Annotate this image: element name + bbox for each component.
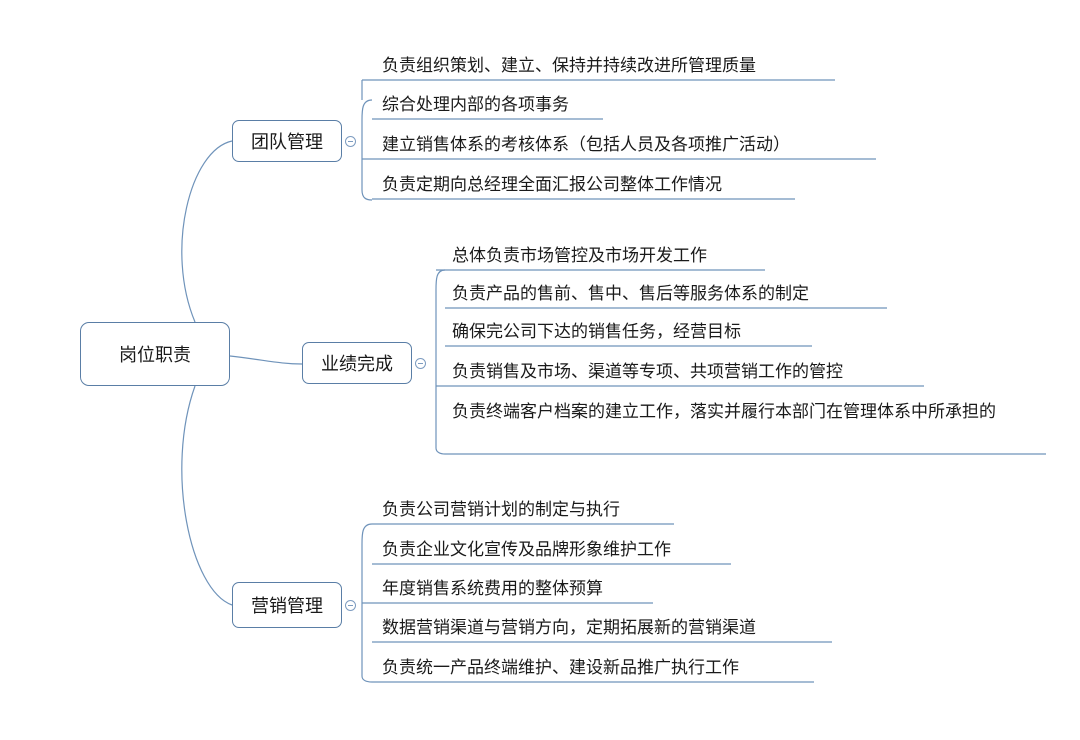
root-label: 岗位职责 (119, 345, 191, 366)
collapse-icon[interactable] (415, 358, 426, 369)
branch-node-mkt[interactable]: 营销管理 (232, 582, 342, 628)
leaf-perf-4[interactable]: 负责销售及市场、渠道等专项、共项营销工作的管控 (452, 362, 843, 382)
spine-team (361, 99, 373, 201)
leaf-mkt-5[interactable]: 负责统一产品终端维护、建设新品推广执行工作 (382, 658, 739, 678)
leaf-team-1[interactable]: 负责组织策划、建立、保持并持续改进所管理质量 (382, 56, 756, 76)
collapse-icon[interactable] (345, 600, 356, 611)
leaf-mkt-3[interactable]: 年度销售系统费用的整体预算 (382, 579, 603, 599)
leaf-perf-1[interactable]: 总体负责市场管控及市场开发工作 (452, 246, 707, 266)
leaf-perf-5[interactable]: 负责终端客户档案的建立工作，落实并履行本部门在管理体系中所承担的 (452, 402, 996, 422)
leaf-team-2[interactable]: 综合处理内部的各项事务 (382, 95, 569, 115)
leaf-mkt-4[interactable]: 数据营销渠道与营销方向，定期拓展新的营销渠道 (382, 618, 756, 638)
spine-mkt (361, 523, 373, 683)
leaf-mkt-1[interactable]: 负责公司营销计划的制定与执行 (382, 500, 620, 520)
leaf-perf-3[interactable]: 确保完公司下达的销售任务，经营目标 (452, 322, 741, 342)
branch-node-perf[interactable]: 业绩完成 (302, 342, 412, 384)
link-root-mkt (181, 385, 233, 606)
branch-label: 业绩完成 (321, 354, 393, 375)
spine-perf (435, 269, 446, 455)
link-root-team (181, 140, 233, 323)
link-root-perf (229, 355, 303, 365)
branch-node-team[interactable]: 团队管理 (232, 120, 342, 162)
collapse-icon[interactable] (345, 136, 356, 147)
leaf-team-3[interactable]: 建立销售体系的考核体系（包括人员及各项推广活动） (382, 135, 790, 155)
leaf-perf-2[interactable]: 负责产品的售前、售中、售后等服务体系的制定 (452, 284, 809, 304)
leaf-mkt-2[interactable]: 负责企业文化宣传及品牌形象维护工作 (382, 540, 671, 560)
branch-label: 营销管理 (251, 596, 323, 617)
leaf-team-4[interactable]: 负责定期向总经理全面汇报公司整体工作情况 (382, 175, 722, 195)
branch-label: 团队管理 (251, 132, 323, 153)
root-node[interactable]: 岗位职责 (80, 322, 230, 386)
